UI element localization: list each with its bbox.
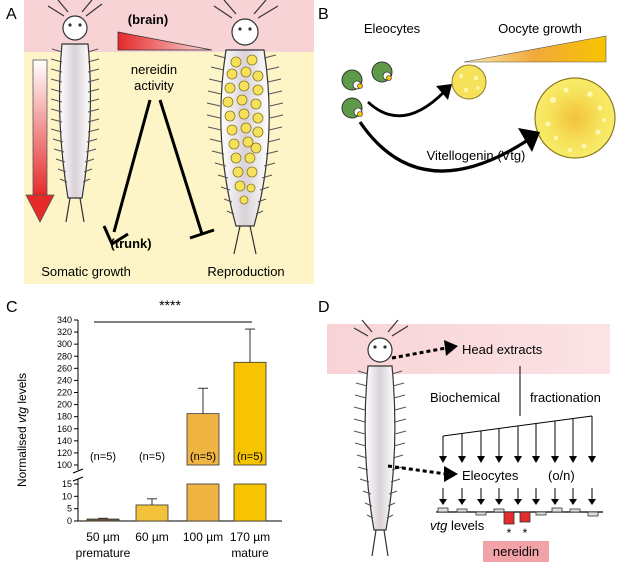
x-axis-labels: 50 µm 60 µm 100 µm 170 µm: [86, 530, 270, 544]
nereidin-box: [483, 541, 549, 562]
y-tick-label-lower: 5: [67, 504, 72, 514]
large-oocyte: [534, 77, 616, 159]
eleocyte-to-small-oocyte-arrow: [367, 84, 452, 118]
worm-mature: [206, 0, 284, 255]
bar-lower-segment: [86, 518, 120, 522]
worm-juvenile: [47, 0, 103, 223]
oocyte-growth-wedge: [463, 35, 607, 63]
y-tick-label-lower: 15: [62, 479, 72, 489]
y-axis-title: Normalised vtg levels: [15, 373, 29, 487]
x-category-label: 170 µm: [230, 530, 270, 544]
eleocytes-d-label: Eleocytes: [462, 468, 519, 483]
panel-d-label: D: [318, 299, 330, 316]
bar-upper-segment: [233, 361, 267, 466]
y-tick-label-upper: 340: [57, 315, 72, 325]
nereidin-activity-wedge: [117, 31, 213, 51]
y-tick-label-upper: 120: [57, 448, 72, 458]
x-category-label: 50 µm: [86, 530, 120, 544]
premature-group-label: premature: [76, 546, 131, 560]
y-tick-label-lower: 0: [67, 516, 72, 526]
somatic-growth-label: Somatic growth: [41, 264, 131, 279]
activation-arrow: [102, 99, 152, 247]
panel-a-label: A: [6, 6, 17, 23]
worm-source: [353, 319, 409, 557]
significance-star-1: *: [507, 526, 512, 540]
oocyte-cluster: [222, 54, 264, 205]
vitellogenin-label: Vitellogenin (Vtg): [427, 148, 526, 163]
vtg-levels-label: vtg levels: [430, 518, 485, 533]
nereidin-label: nereidin: [493, 544, 539, 559]
axis-break-mark-bottom: [72, 476, 84, 482]
fractionation-label: fractionation: [530, 390, 601, 405]
panel-b-label: B: [318, 6, 329, 23]
bar-lower-segment: [186, 483, 220, 522]
vtg-level-bars: [437, 507, 599, 525]
y-tick-label-upper: 260: [57, 363, 72, 373]
bars: (n=5) (n=5) (n=5) (n=5): [86, 328, 267, 522]
significance-stars: ****: [159, 297, 181, 313]
biochemical-label: Biochemical: [430, 390, 500, 405]
head-extracts-label: Head extracts: [462, 342, 543, 357]
panel-a: A (brain) nereidin activity: [6, 0, 314, 284]
x-category-label: 100 µm: [183, 530, 223, 544]
panel-c-label: C: [6, 299, 18, 316]
significance-star-2: *: [523, 526, 528, 540]
sample-size-label: (n=5): [139, 451, 165, 463]
panel-b: B Eleocytes Oocyte growth: [318, 6, 616, 173]
panel-d: D Head extracts Biochemical fractionatio: [318, 299, 610, 562]
bar-upper-segment: [186, 413, 220, 466]
somatic-growth-arrow: [25, 59, 55, 223]
sample-size-label: (n=5): [90, 451, 116, 463]
axis-break-mark-top: [72, 468, 84, 474]
y-tick-label-upper: 320: [57, 327, 72, 337]
y-tick-label-upper: 180: [57, 412, 72, 422]
svg-text:Normalised vtg levels: Normalised vtg levels: [15, 373, 29, 487]
y-tick-label-upper: 220: [57, 388, 72, 398]
y-tick-label-upper: 240: [57, 375, 72, 385]
overnight-label: (o/n): [548, 468, 575, 483]
panel-c: C **** Normalised vtg levels 340 320 300 28…: [6, 297, 282, 560]
eleocyte-cluster: [341, 61, 393, 119]
x-category-label: 60 µm: [135, 530, 169, 544]
bar-lower-segment: [233, 483, 267, 522]
head-extract-arrow: [391, 340, 458, 360]
y-tick-label-upper: 140: [57, 436, 72, 446]
bar-lower-segment: [135, 504, 169, 522]
fraction-arrows-second: [439, 488, 596, 505]
oocyte-growth-label: Oocyte growth: [498, 21, 582, 36]
reproduction-label: Reproduction: [207, 264, 284, 279]
trunk-label: (trunk): [110, 236, 151, 251]
y-tick-label-lower: 10: [62, 491, 72, 501]
y-tick-label-upper: 300: [57, 339, 72, 349]
nereidin-activity-line1: nereidin: [131, 62, 177, 77]
y-tick-label-upper: 200: [57, 400, 72, 410]
y-tick-label-upper: 160: [57, 424, 72, 434]
eleocytes-label: Eleocytes: [364, 21, 421, 36]
small-oocyte: [451, 64, 487, 100]
fraction-fan: [439, 415, 596, 463]
nereidin-activity-line2: activity: [134, 78, 174, 93]
eleocyte-to-large-oocyte-arrow: [358, 121, 540, 173]
y-axis: 3403203002802602402202001801601401201001…: [57, 315, 282, 526]
y-tick-label-upper: 100: [57, 460, 72, 470]
sample-size-label: (n=5): [237, 451, 263, 463]
mature-group-label: mature: [231, 546, 269, 560]
sample-size-label: (n=5): [190, 451, 216, 463]
brain-label: (brain): [128, 12, 168, 27]
inhibition-arrow: [158, 99, 215, 240]
y-tick-label-upper: 280: [57, 351, 72, 361]
eleocyte-extract-arrow: [387, 464, 458, 482]
